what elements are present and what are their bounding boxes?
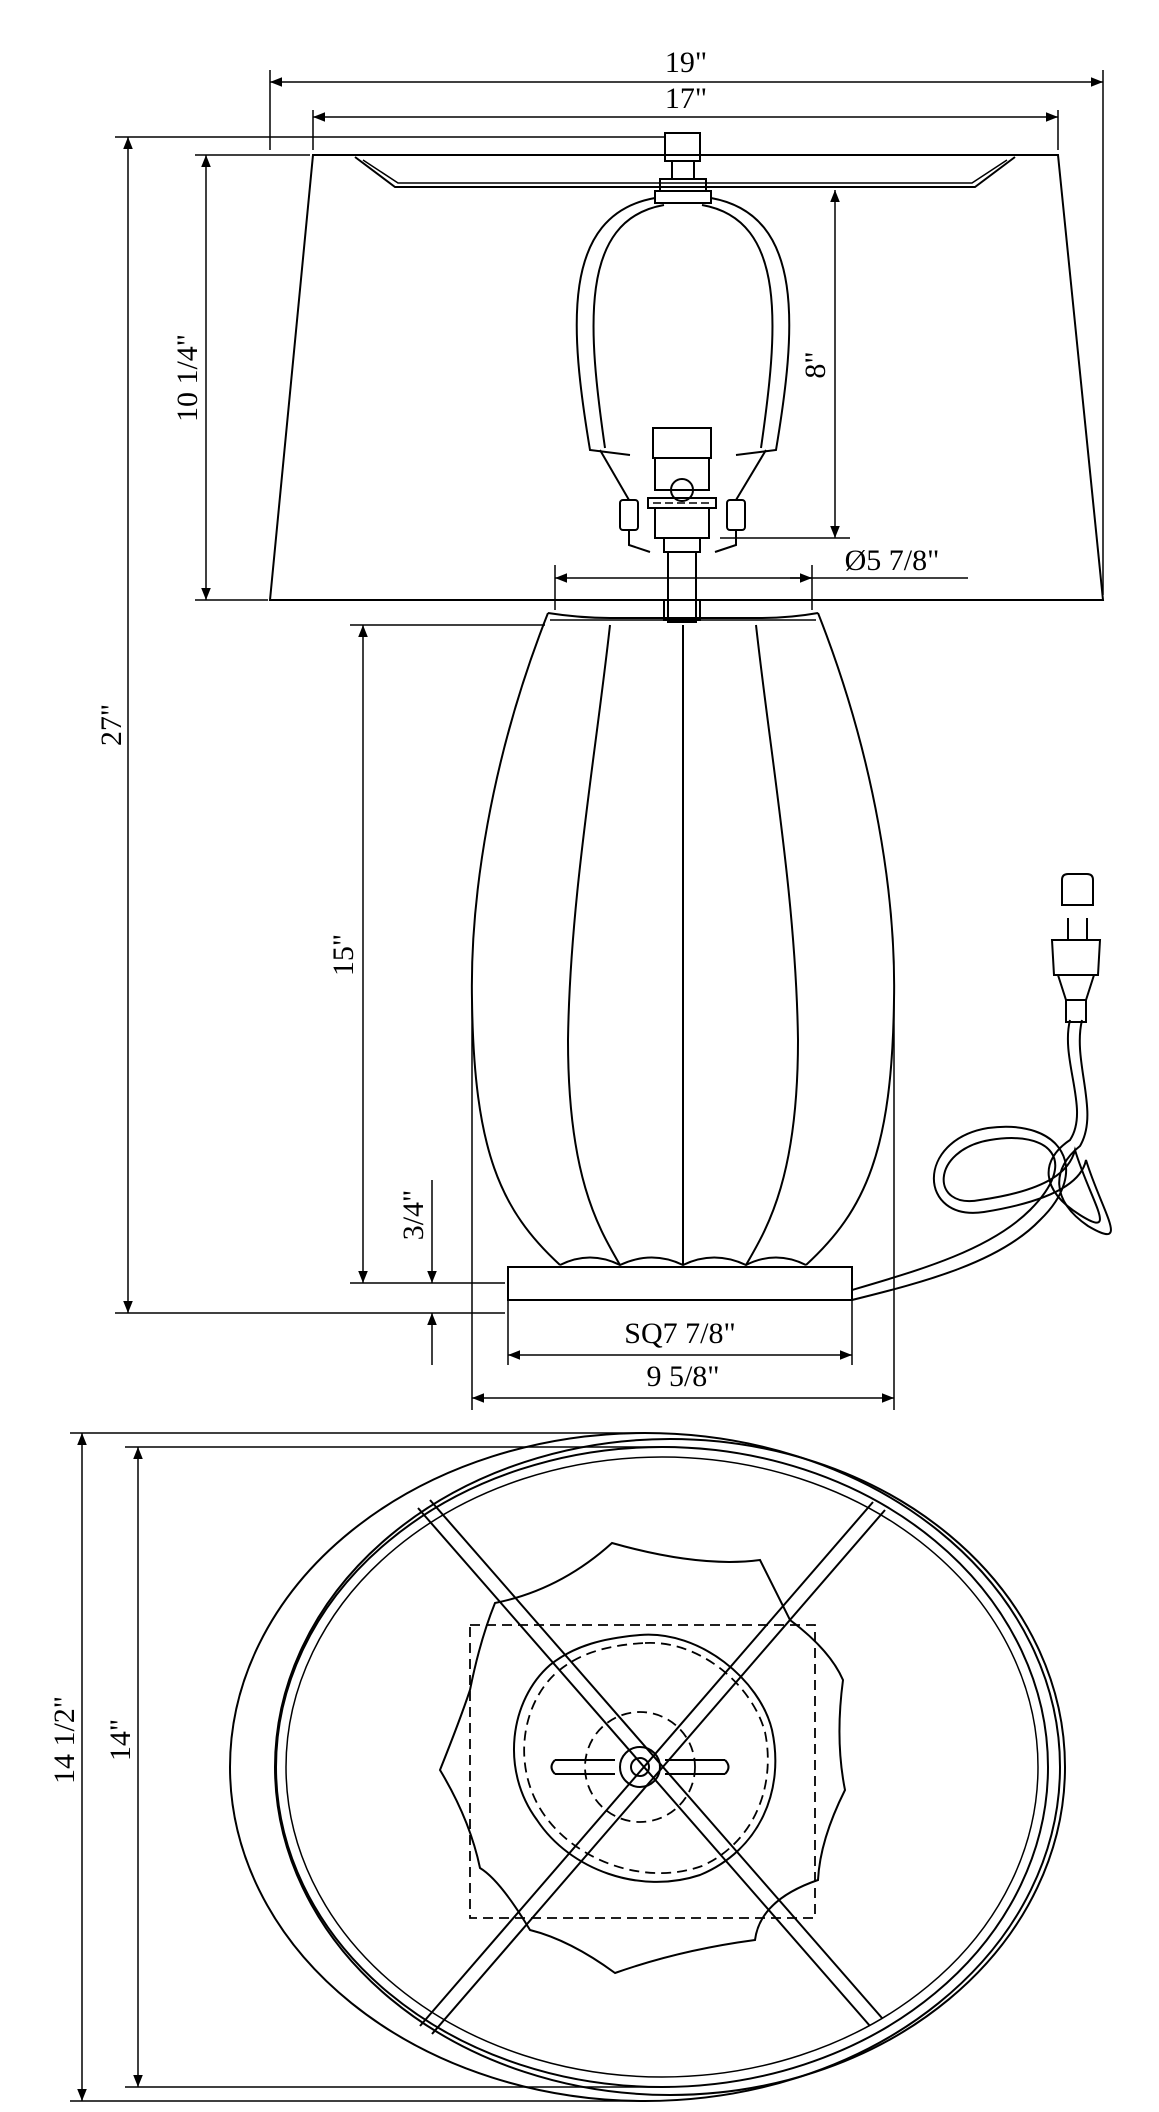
dim-base-height: 3/4": [397, 1180, 437, 1365]
socket: [647, 427, 717, 623]
dim-shade-outer-depth: 14 1/2": [48, 1432, 645, 2102]
plug-icon: [1050, 873, 1102, 1023]
base-square-label: SQ7 7/8": [624, 1317, 735, 1350]
body-width-label: 9 5/8": [646, 1360, 719, 1393]
shade-top-width-label: 17": [665, 82, 707, 115]
dim-overall-shade-width: 19": [269, 46, 1104, 595]
body-height-label: 15": [327, 934, 360, 976]
lamp-base: [507, 1266, 853, 1301]
shade-height-label: 10 1/4": [171, 334, 204, 422]
shade-inner-depth-label: 14": [104, 1719, 137, 1761]
base-height-label: 3/4": [397, 1190, 430, 1241]
top-view: 14 1/2" 14": [48, 1432, 1066, 2102]
dim-body-diameter: Ø5 7/8": [554, 544, 968, 610]
side-elevation: 19" 17" 10 1/4" 8" Ø5 7/8": [95, 46, 1112, 1410]
dim-shade-top-width: 17": [312, 82, 1059, 150]
lamp-shade: [268, 154, 1105, 601]
dim-shade-inner-depth: 14": [104, 1446, 670, 2088]
overall-shade-width-label: 19": [665, 46, 707, 79]
harp-height-label: 8": [799, 351, 832, 378]
dim-harp-height: 8": [720, 190, 850, 539]
finial: [654, 132, 712, 204]
harp: [575, 197, 791, 553]
lamp-body: [470, 612, 896, 1267]
overall-height-label: 27": [95, 704, 128, 746]
dim-base-square: SQ7 7/8": [507, 1300, 853, 1365]
dim-shade-height: 10 1/4": [171, 154, 310, 601]
body-diameter-label: Ø5 7/8": [845, 544, 940, 577]
dim-body-height: 15": [327, 624, 545, 1284]
dim-body-width: 9 5/8": [471, 1000, 895, 1410]
shade-outer-depth-label: 14 1/2": [48, 1696, 81, 1784]
dim-overall-height: 27": [95, 136, 665, 1314]
power-cord: [851, 1019, 1112, 1301]
